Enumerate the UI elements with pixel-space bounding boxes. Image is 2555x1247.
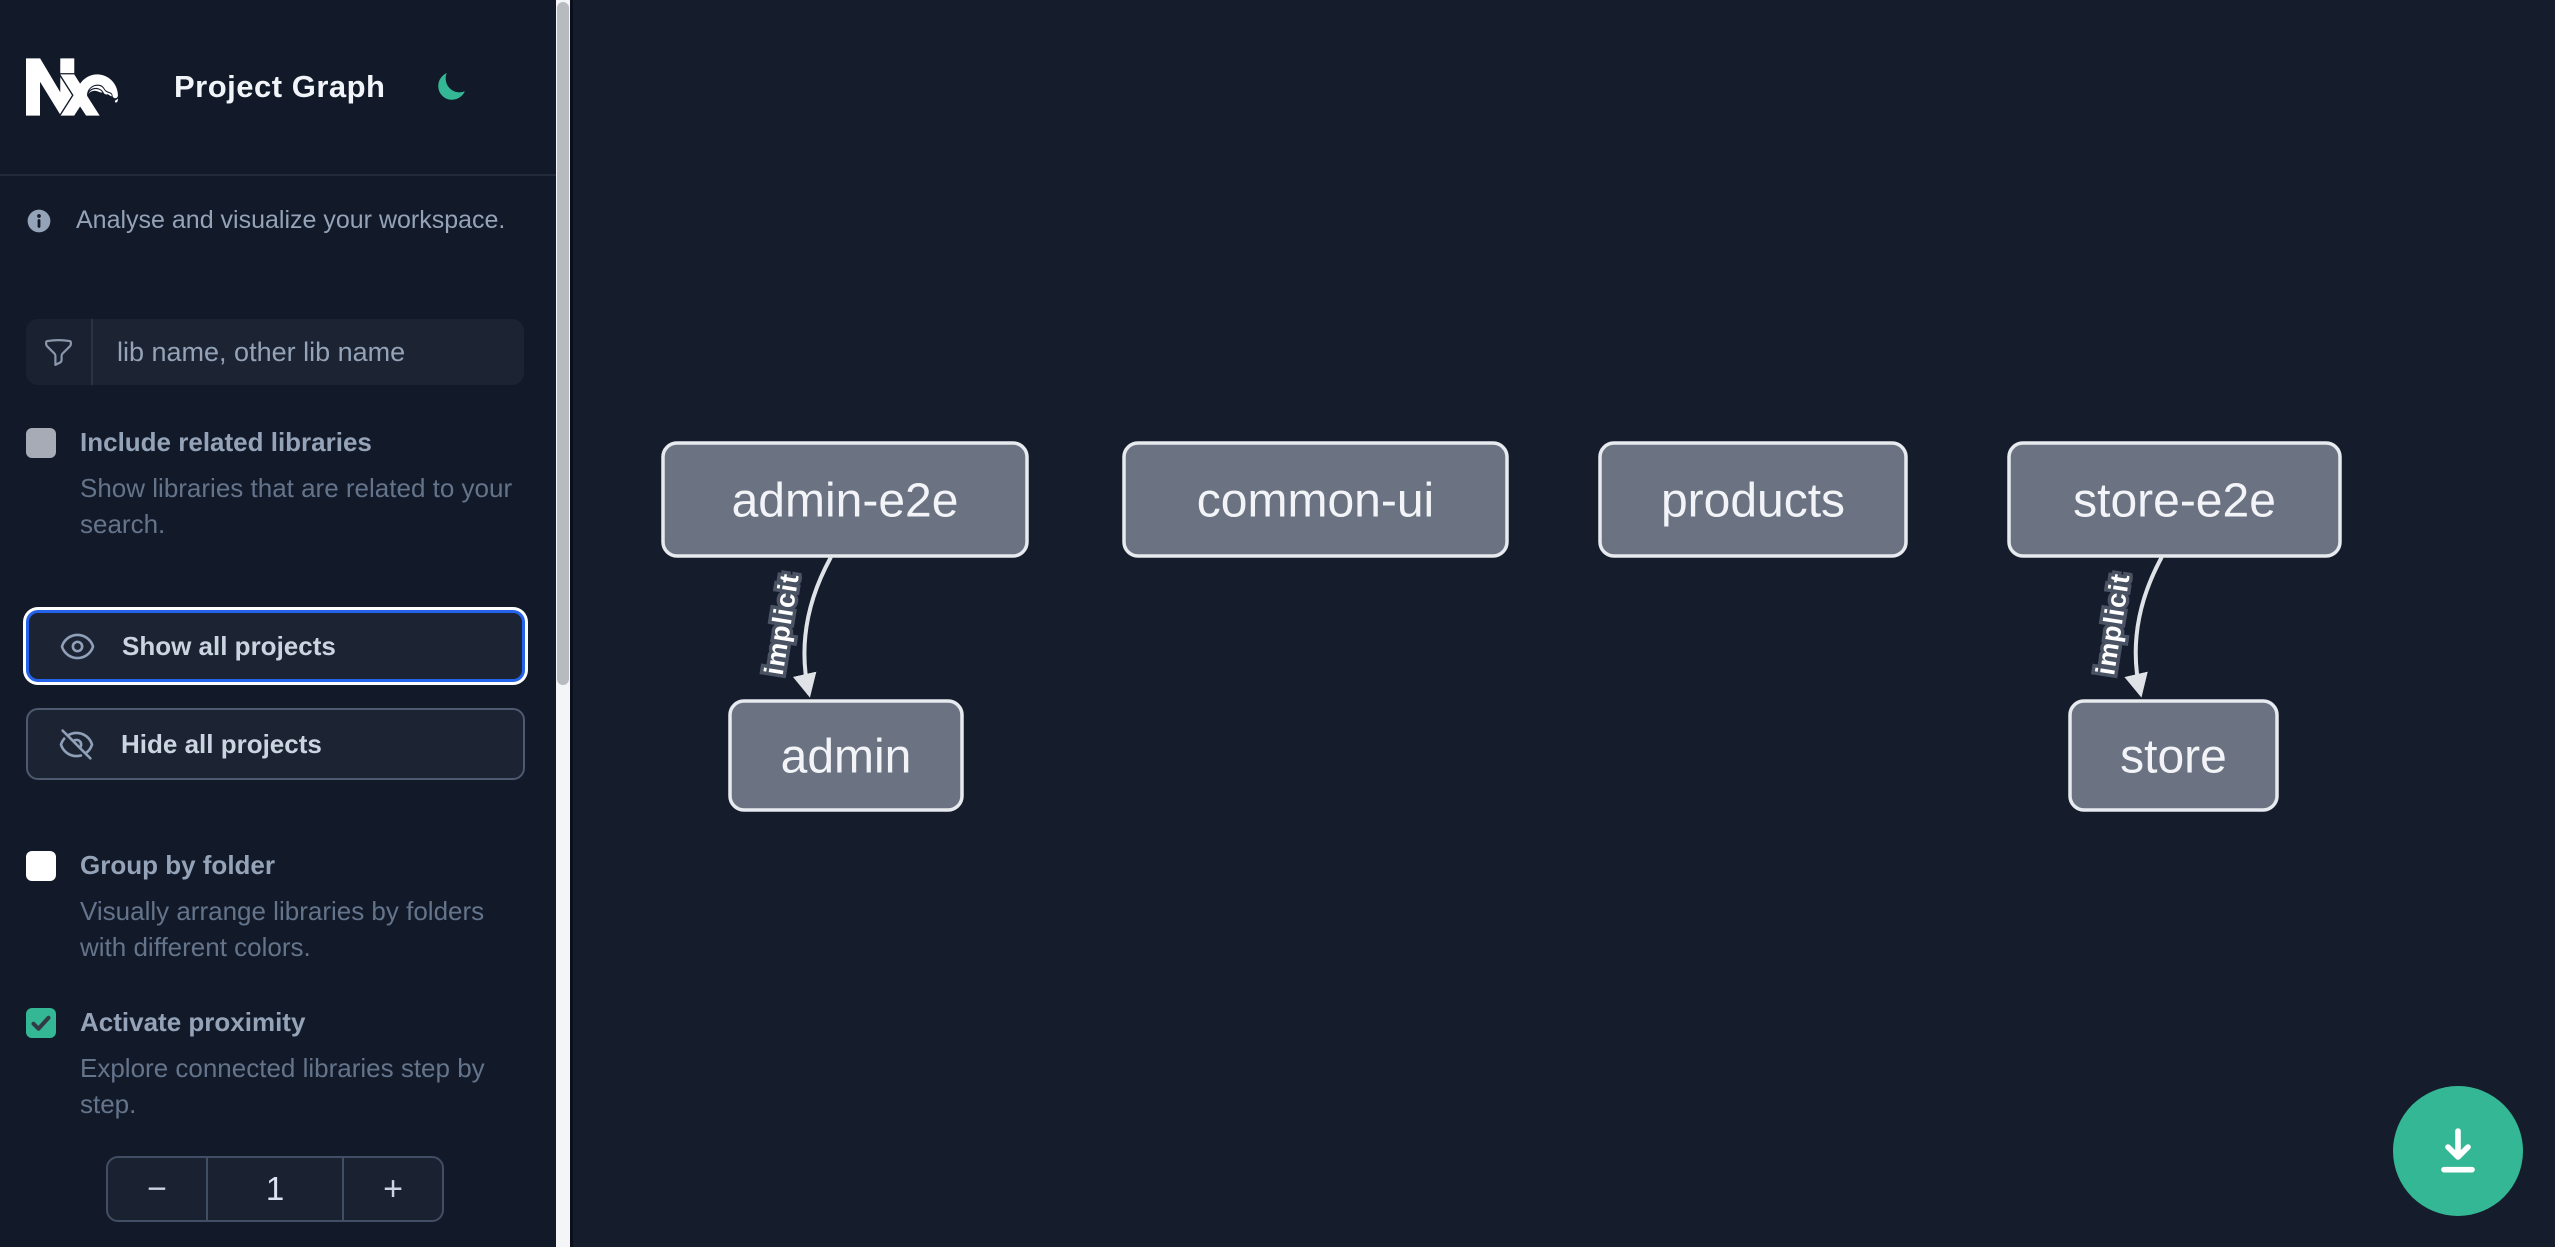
- funnel-icon: [26, 319, 93, 385]
- group-by-folder-label[interactable]: Group by folder: [80, 850, 275, 880]
- increment-button[interactable]: +: [344, 1158, 442, 1220]
- search-input[interactable]: [93, 319, 524, 385]
- option-group-by-folder: Group by folder Visually arrange librari…: [26, 850, 524, 965]
- option-activate-proximity: Activate proximity Explore connected lib…: [26, 1007, 524, 1122]
- graph-node-label-admin-e2e: admin-e2e: [732, 475, 959, 528]
- download-graph-button[interactable]: [2393, 1086, 2523, 1216]
- moon-icon[interactable]: [434, 70, 468, 104]
- workspace-hint-text: Analyse and visualize your workspace.: [76, 206, 506, 234]
- hide-all-projects-label: Hide all projects: [121, 728, 322, 759]
- graph-node-label-common-ui: common-ui: [1197, 475, 1434, 528]
- show-all-projects-button[interactable]: Show all projects: [26, 610, 525, 682]
- eye-icon: [60, 633, 95, 659]
- include-related-label[interactable]: Include related libraries: [80, 427, 372, 457]
- graph-edge-admin-e2e-admin: [792, 556, 833, 698]
- option-include-related: Include related libraries Show libraries…: [26, 427, 524, 542]
- workspace-hint: Analyse and visualize your workspace.: [26, 206, 524, 235]
- include-related-description: Show libraries that are related to your …: [80, 473, 513, 539]
- graph-node-store-e2e[interactable]: [2007, 441, 2342, 558]
- proximity-depth-value: 1: [206, 1158, 344, 1220]
- sidebar-body: Analyse and visualize your workspace. In…: [0, 176, 556, 1222]
- graph-node-admin[interactable]: [728, 699, 964, 812]
- graph-canvas[interactable]: admin-e2e common-ui products store-e2e admin…: [573, 0, 2555, 1247]
- page-title: Project Graph: [174, 69, 386, 104]
- graph-node-label-store: store: [2120, 731, 2227, 784]
- graph-node-label-admin: admin: [781, 731, 912, 784]
- nx-logo: [26, 41, 118, 133]
- check-icon: [31, 1015, 51, 1031]
- search-bar: [26, 319, 524, 385]
- group-by-folder-checkbox[interactable]: [26, 850, 56, 881]
- activate-proximity-label[interactable]: Activate proximity: [80, 1007, 306, 1037]
- decrement-button[interactable]: −: [108, 1158, 206, 1220]
- app-header: Project Graph: [0, 0, 556, 176]
- graph-svg: admin-e2e common-ui products store-e2e admin…: [661, 441, 2342, 812]
- show-all-projects-label: Show all projects: [122, 630, 336, 661]
- graph-edge-store-e2e-store: [2124, 556, 2164, 698]
- graph-edge-label-store-e2e-store: implicit: [2090, 571, 2135, 677]
- graph-node-products[interactable]: [1598, 441, 1908, 558]
- graph-node-common-ui[interactable]: [1122, 441, 1509, 558]
- proximity-stepper: − 1 +: [106, 1156, 444, 1222]
- graph-edge-label-admin-e2e-admin: implicit: [759, 571, 805, 677]
- info-icon: [26, 208, 52, 234]
- graph-node-label-products: products: [1661, 475, 1845, 528]
- graph-node-store[interactable]: [2068, 699, 2279, 812]
- sidebar-scrollbar-thumb[interactable]: [557, 2, 569, 685]
- include-related-checkbox[interactable]: [26, 427, 56, 458]
- sidebar-scrollbar-track: [556, 0, 573, 1247]
- download-icon: [2441, 1128, 2475, 1173]
- activate-proximity-description: Explore connected libraries step by step…: [80, 1053, 485, 1119]
- group-by-folder-description: Visually arrange libraries by folders wi…: [80, 896, 485, 962]
- graph-node-label-store-e2e: store-e2e: [2073, 475, 2276, 528]
- sidebar: Project Graph Analyse and visualize your…: [0, 0, 556, 1247]
- hide-all-projects-button[interactable]: Hide all projects: [26, 708, 525, 780]
- eye-slash-icon: [59, 728, 94, 760]
- activate-proximity-checkbox[interactable]: [26, 1007, 56, 1038]
- graph-node-admin-e2e[interactable]: [661, 441, 1029, 558]
